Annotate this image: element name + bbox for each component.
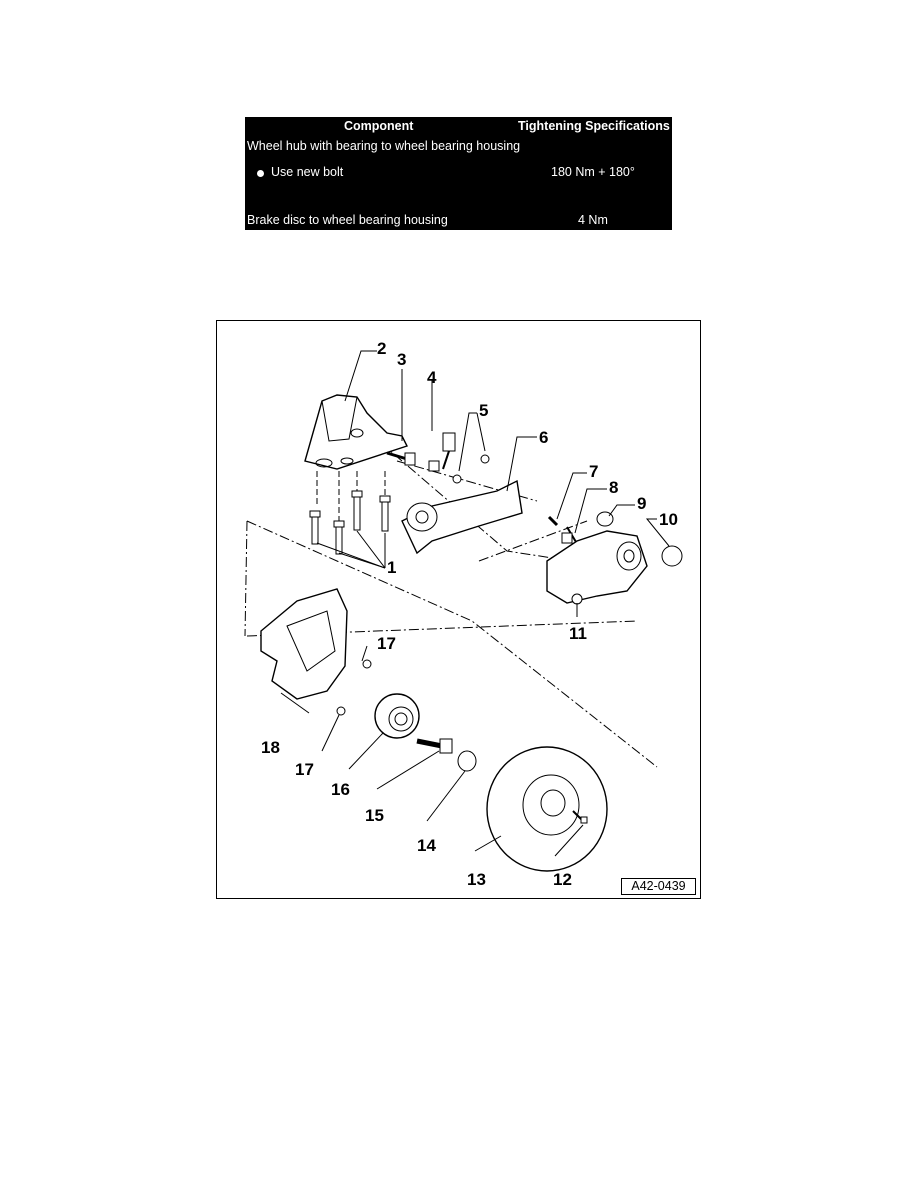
callout-12: 12: [553, 870, 572, 889]
leader-18: [280, 692, 310, 714]
leader-10: [645, 518, 670, 547]
callout-6: 6: [539, 428, 548, 447]
leader-17b: [321, 714, 340, 752]
callout-1: 1: [387, 558, 396, 577]
leader-2: [344, 350, 377, 402]
figure-id-label: A42-0439: [621, 878, 696, 895]
row-brake-disc-component: Brake disc to wheel bearing housing: [247, 213, 448, 227]
callout-17-bottom: 17: [295, 760, 314, 779]
bullet-icon: [257, 170, 264, 177]
callout-5: 5: [479, 401, 488, 420]
callout-13: 13: [467, 870, 486, 889]
callout-9: 9: [637, 494, 646, 513]
row-brake-disc-spec: 4 Nm: [578, 213, 608, 227]
callout-7: 7: [589, 462, 598, 481]
part-4: [442, 432, 456, 452]
leader-9: [608, 504, 635, 517]
exploded-view-figure: 2 3 4 5 6 7 8 9 10 1 11 12 13 14 15 16 1…: [216, 320, 701, 899]
brake-disc-part: [486, 746, 608, 872]
assembly-line: [246, 620, 638, 637]
leader-6: [506, 436, 537, 492]
header-tightening-specifications: Tightening Specifications: [518, 119, 670, 133]
callout-16: 16: [331, 780, 350, 799]
header-component: Component: [344, 119, 414, 133]
leader-16: [348, 732, 384, 770]
callout-10: 10: [659, 510, 678, 529]
callout-11: 11: [569, 624, 587, 643]
assembly-line: [244, 520, 248, 637]
callout-18: 18: [261, 738, 280, 757]
bracket-part: [304, 394, 408, 470]
leader-17a: [361, 645, 368, 662]
leader-7: [556, 472, 587, 520]
callout-4: 4: [427, 368, 437, 387]
callout-17-top: 17: [377, 634, 396, 653]
callout-2: 2: [377, 339, 386, 358]
assembly-line: [478, 520, 588, 562]
bolts-part-1: [309, 490, 391, 555]
row-wheel-hub-component: Wheel hub with bearing to wheel bearing …: [247, 139, 521, 153]
leader-15: [376, 750, 440, 790]
leader-12: [554, 824, 584, 857]
leader-13: [474, 835, 502, 852]
cap-part: [457, 750, 477, 772]
leader-8: [574, 488, 607, 534]
wheel-hub-part: [374, 693, 420, 739]
tightening-spec-table: Component Tightening Specifications Whee…: [245, 117, 672, 230]
callout-14: 14: [417, 836, 436, 855]
leader-14: [426, 770, 466, 822]
callout-8: 8: [609, 478, 618, 497]
callout-3: 3: [397, 350, 406, 369]
part-10-bushing: [661, 545, 683, 567]
control-arm-part: [401, 479, 523, 555]
splash-shield-part: [260, 588, 348, 700]
assembly-line: [246, 520, 658, 768]
callout-15: 15: [365, 806, 384, 825]
exploded-view-drawing: 2 3 4 5 6 7 8 9 10 1 11 12 13 14 15 16 1…: [244, 339, 683, 889]
row-use-new-bolt: Use new bolt: [271, 165, 344, 179]
row-use-new-bolt-spec: 180 Nm + 180°: [551, 165, 635, 179]
leader-5: [458, 412, 477, 472]
hub-bolt-part: [439, 738, 453, 754]
